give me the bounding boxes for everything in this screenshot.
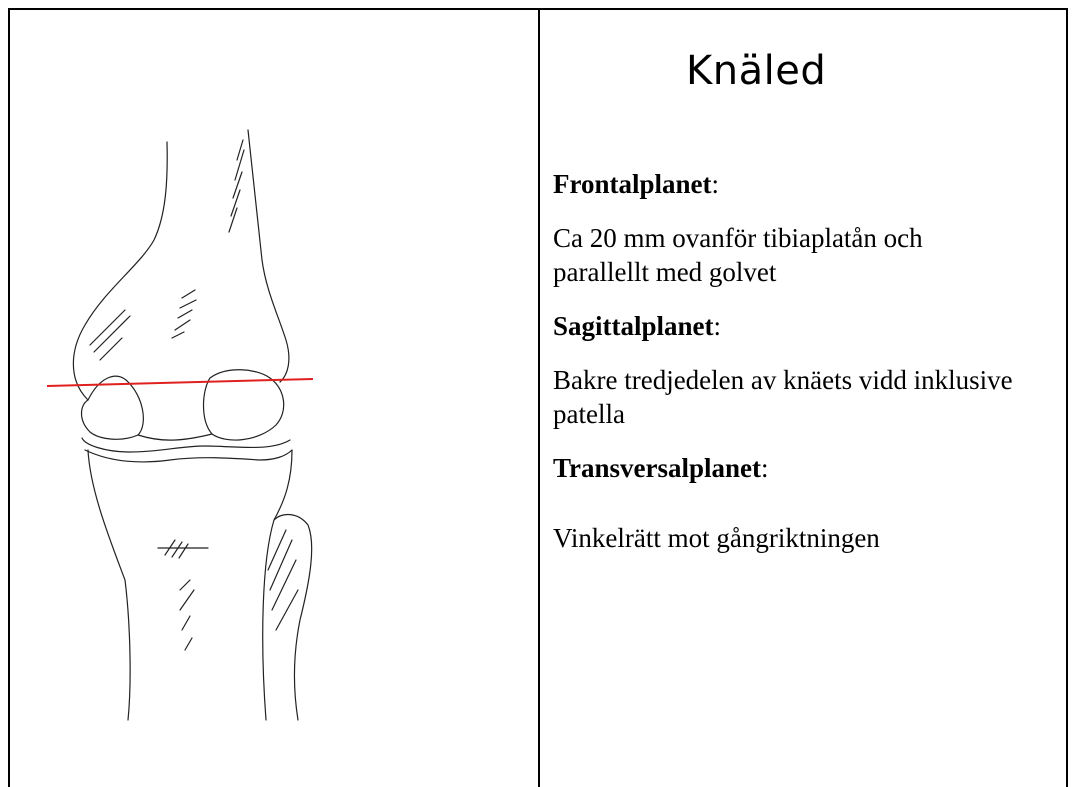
table-border-left [8,8,10,787]
page-title: Knäled [686,48,826,94]
tibial-plateau [82,438,290,452]
heading-colon: : [712,169,720,199]
heading-label: Transversalplanet [553,453,761,483]
section-frontal-heading: Frontalplanet: [553,167,719,201]
table-border-middle [538,8,540,787]
section-sagittal-text: Bakre tredjedelen av knäets vidd inklusi… [553,363,1013,431]
knee-joint-illustration [30,120,330,730]
heading-colon: : [761,453,769,483]
section-sagittal-heading: Sagittalplanet: [553,309,721,343]
heading-label: Sagittalplanet [553,311,714,341]
femur-outline [73,142,167,400]
section-frontal-text: Ca 20 mm ovanför tibiaplatån och paralle… [553,221,1013,289]
heading-colon: : [714,311,722,341]
table-border-right [1066,8,1068,787]
section-transversal-text: Vinkelrätt mot gångriktningen [553,521,1033,555]
heading-label: Frontalplanet [553,169,712,199]
tibia-outline [88,450,130,720]
section-transversal-heading: Transversalplanet: [553,451,769,485]
frontal-plane-marker [47,379,313,386]
